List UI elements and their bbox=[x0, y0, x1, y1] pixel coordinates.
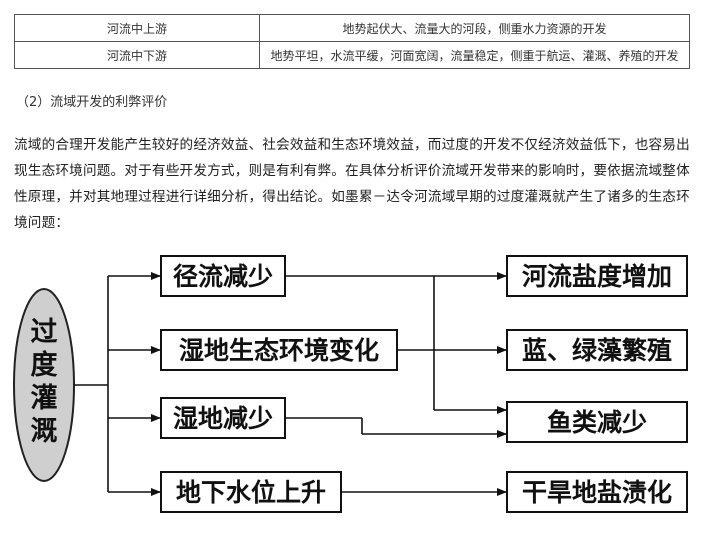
body-paragraph: 流域的合理开发能产生较好的经济效益、社会效益和生态环境效益，而过度的开发不仅经济… bbox=[14, 137, 690, 231]
box-label: 干旱地盐渍化 bbox=[522, 478, 672, 507]
box-label: 湿地生态环境变化 bbox=[179, 336, 379, 365]
box-label: 湿地减少 bbox=[173, 404, 273, 433]
table-cell-description: 地势起伏大、流量大的河段，侧重水力资源的开发 bbox=[259, 14, 690, 42]
table-cell-section: 河流中下游 bbox=[14, 41, 260, 69]
box-groundwater-rise bbox=[160, 471, 342, 513]
table-cell-section: 河流中上游 bbox=[14, 14, 260, 42]
box-label: 径流减少 bbox=[173, 262, 273, 291]
river-section-table: 河流中上游 地势起伏大、流量大的河段，侧重水力资源的开发 河流中下游 地势平坦，… bbox=[14, 14, 690, 69]
box-wetland-eco-change bbox=[160, 329, 398, 371]
source-char: 过 bbox=[31, 317, 58, 348]
table-cell-description: 地势平坦，水流平缓，河面宽阔，流量稳定，侧重于航运、灌溉、养殖的开发 bbox=[259, 41, 690, 69]
box-river-salinity-increase bbox=[506, 255, 688, 297]
source-char: 度 bbox=[31, 349, 58, 381]
box-label: 蓝、绿藻繁殖 bbox=[522, 336, 672, 365]
box-fish-decrease bbox=[506, 401, 688, 443]
cause-effect-diagram: 过 度 灌 溉 径流减少 湿地生态环境变化 湿地减少 地下水位上升 河流盐度增加… bbox=[13, 255, 688, 513]
table-row: 河流中上游 地势起伏大、流量大的河段，侧重水力资源的开发 bbox=[14, 14, 690, 42]
box-algae-bloom bbox=[506, 329, 688, 371]
source-connectors bbox=[74, 272, 161, 496]
source-char: 灌 bbox=[31, 383, 58, 414]
box-wetland-decrease bbox=[160, 397, 286, 439]
box-label: 鱼类减少 bbox=[547, 408, 647, 437]
box-label: 地下水位上升 bbox=[176, 478, 326, 507]
result-connectors bbox=[285, 272, 507, 496]
section-title: （2）流域开发的利弊评价 bbox=[16, 95, 168, 110]
box-soil-salinization bbox=[506, 471, 688, 513]
source-char: 溉 bbox=[31, 416, 58, 447]
box-label: 河流盐度增加 bbox=[522, 262, 672, 291]
table-row: 河流中下游 地势平坦，水流平缓，河面宽阔，流量稳定，侧重于航运、灌溉、养殖的开发 bbox=[14, 41, 690, 69]
